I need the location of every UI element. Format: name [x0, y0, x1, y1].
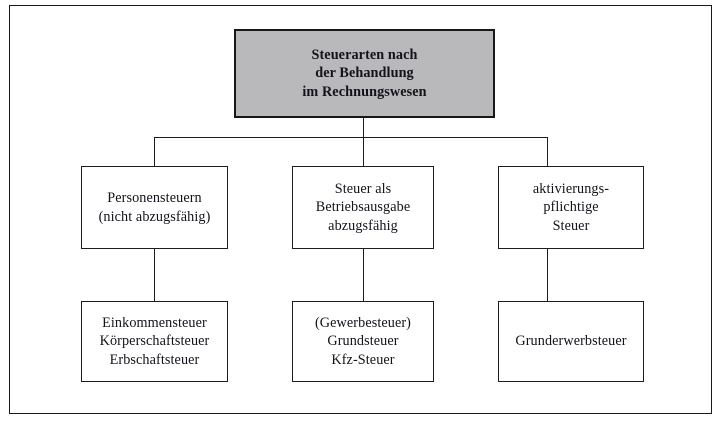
node-examples-aktivierungspflichtig: Grunderwerbsteuer — [498, 301, 644, 382]
connector-category-1-to-examples — [154, 249, 155, 301]
connector-root-stem — [363, 118, 364, 137]
node-root-steuerarten: Steuerarten nach der Behandlung im Rechn… — [234, 29, 495, 118]
node-examples-personensteuern: Einkommensteuer Körperschaftsteuer Erbsc… — [81, 301, 228, 382]
node-root-label: Steuerarten nach der Behandlung im Rechn… — [302, 46, 427, 100]
connector-root-to-category-2 — [363, 137, 364, 166]
node-category-personensteuern-label: Personensteuern (nicht abzugsfähig) — [98, 190, 211, 225]
node-examples-aktivierungspflichtig-label: Grunderwerbsteuer — [515, 333, 627, 350]
connector-category-2-to-examples — [363, 249, 364, 301]
connector-root-to-category-1 — [154, 137, 155, 166]
node-category-personensteuern: Personensteuern (nicht abzugsfähig) — [81, 166, 228, 249]
connector-root-bus — [154, 137, 548, 138]
node-examples-personensteuern-label: Einkommensteuer Körperschaftsteuer Erbsc… — [99, 314, 210, 368]
node-examples-betriebsausgabe-label: (Gewerbesteuer) Grundsteuer Kfz-Steuer — [314, 314, 412, 368]
connector-root-to-category-3 — [547, 137, 548, 166]
figure-frame: Steuerarten nach der Behandlung im Rechn… — [9, 5, 712, 414]
node-category-aktivierungspflichtig-label: aktivierungs- pflichtige Steuer — [532, 180, 610, 234]
node-examples-betriebsausgabe: (Gewerbesteuer) Grundsteuer Kfz-Steuer — [292, 301, 434, 382]
node-category-aktivierungspflichtig: aktivierungs- pflichtige Steuer — [498, 166, 644, 249]
connector-category-3-to-examples — [547, 249, 548, 301]
node-category-betriebsausgabe-label: Steuer als Betriebsausgabe abzugsfähig — [315, 180, 411, 234]
node-category-betriebsausgabe: Steuer als Betriebsausgabe abzugsfähig — [292, 166, 434, 249]
